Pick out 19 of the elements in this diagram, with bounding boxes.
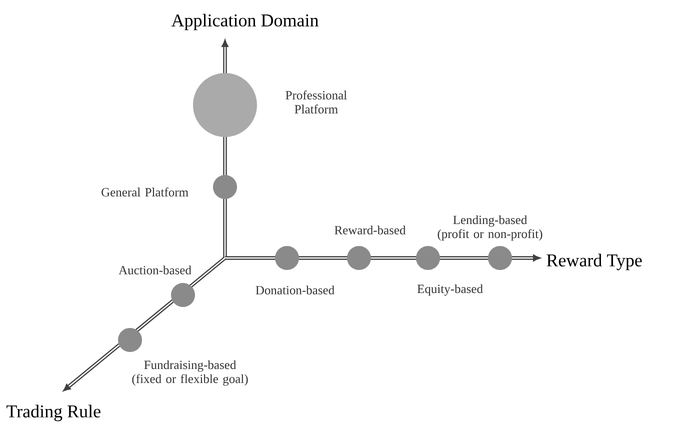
dot-marker — [213, 175, 237, 199]
dot-marker — [347, 246, 371, 270]
point-label: Lending-based (profit or non-profit) — [438, 215, 542, 241]
axis-title: Trading Rule — [6, 404, 100, 422]
dot-marker — [275, 246, 299, 270]
dot-marker — [488, 246, 512, 270]
dot-marker — [193, 73, 257, 137]
point-label: Equity-based — [417, 284, 483, 296]
point-label: Fundraising-based (fixed or flexible goal) — [132, 360, 248, 386]
axis-title: Reward Type — [546, 254, 642, 270]
point-label: Donation-based — [256, 286, 334, 294]
point-label: Professional Platform — [286, 90, 347, 114]
point-label: Reward-based — [334, 226, 406, 234]
dot-marker — [118, 328, 142, 352]
point-label: General Platform — [102, 188, 188, 196]
dot-marker — [171, 283, 195, 307]
axis-title: Application Domain — [171, 14, 318, 30]
point-label: Auction-based — [118, 266, 192, 274]
dot-marker — [416, 246, 440, 270]
